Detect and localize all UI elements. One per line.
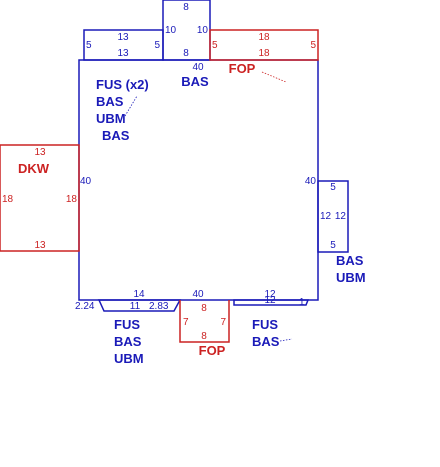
top-center-room-dim-top: 8 <box>183 2 189 13</box>
top-right-room-outline <box>209 29 319 61</box>
right-room-dim-left: 12 <box>320 211 332 222</box>
right-room: 5 5 12 12 <box>317 180 349 253</box>
top-center-room-dim-bottom: 8 <box>183 48 189 59</box>
top-right-room-dim-top: 18 <box>258 32 270 43</box>
bottom-center-room-dim-right: 7 <box>220 317 226 328</box>
bottom-right-ledge-dim-bottom: 12 <box>264 295 276 306</box>
top-right-room-dim-left: 5 <box>212 40 218 51</box>
bottom-left-label-ubm: UBM <box>114 351 144 366</box>
right-room-label-ubm: UBM <box>336 270 366 285</box>
bottom-right-ledge-dim-top: 12 <box>264 289 276 300</box>
bottom-left-ledge-outline <box>97 299 182 312</box>
main-room-label-fus: FUS (x2) <box>96 77 149 92</box>
top-right-leader-line <box>261 71 287 83</box>
main-room-dim-bottom: 40 <box>192 289 204 300</box>
right-room-dim-top: 5 <box>330 182 336 193</box>
main-room-label-ubm: UBM <box>96 111 126 126</box>
main-room-dim-left: 40 <box>80 176 92 187</box>
bottom-center-room-dim-bottom: 8 <box>201 331 207 342</box>
bottom-left-label-bas: BAS <box>114 334 142 349</box>
bottom-right-label-fus: FUS <box>252 317 278 332</box>
main-room: 40 40 40 40 FUS (x2) BAS UBM BAS <box>78 59 319 301</box>
bottom-right-ledge-outline <box>233 299 310 306</box>
top-right-room: 18 18 5 5 <box>209 29 319 61</box>
right-room-dim-bottom: 5 <box>330 240 336 251</box>
bottom-left-ledge-dim-right-slope: 2.83 <box>149 301 169 312</box>
bottom-center-room-outline <box>179 300 230 343</box>
top-left-room-dim-right: 5 <box>154 40 160 51</box>
top-left-room: 13 13 5 5 <box>83 29 164 61</box>
top-center-room: 8 8 10 10 <box>162 0 211 61</box>
top-center-label-bas: BAS <box>181 74 209 89</box>
top-center-room-dim-left: 10 <box>165 25 177 36</box>
bottom-left-ledge-dim-top: 14 <box>133 289 145 300</box>
main-room-dim-top: 40 <box>192 62 204 73</box>
left-room-dim-left: 18 <box>2 194 14 205</box>
bottom-left-label-fus: FUS <box>114 317 140 332</box>
left-room-label-dkw: DKW <box>18 161 50 176</box>
left-room-dim-top: 13 <box>34 147 46 158</box>
bottom-center-room: 8 8 7 7 <box>179 300 230 343</box>
top-left-room-dim-left: 5 <box>86 40 92 51</box>
top-center-room-dim-right: 10 <box>197 25 209 36</box>
main-room-label-bas: BAS <box>96 94 124 109</box>
right-room-outline <box>317 180 349 253</box>
top-right-label-fop: FOP <box>229 61 256 76</box>
top-left-room-dim-bottom: 13 <box>117 48 129 59</box>
bottom-left-ledge-dim-left-slope: 2.24 <box>75 301 95 312</box>
right-room-dim-right: 12 <box>335 211 347 222</box>
main-room-label-bas-2: BAS <box>102 128 130 143</box>
right-room-label-bas: BAS <box>336 253 364 268</box>
bottom-right-leader-line <box>279 338 293 342</box>
left-room: 13 13 18 18 DKW <box>0 144 80 252</box>
left-room-dim-bottom: 13 <box>34 240 46 251</box>
bottom-right-ledge: 12 12 1 <box>233 289 310 308</box>
bottom-center-room-dim-left: 7 <box>183 317 189 328</box>
bottom-left-ledge-dim-bottom: 11 <box>130 301 141 312</box>
main-room-dim-right: 40 <box>305 176 317 187</box>
bottom-right-label-bas: BAS <box>252 334 280 349</box>
top-right-room-dim-bottom: 18 <box>258 48 270 59</box>
bottom-right-ledge-dim-right: 1 <box>299 297 305 308</box>
top-right-room-dim-right: 5 <box>310 40 316 51</box>
top-left-room-dim-top: 13 <box>117 32 129 43</box>
main-room-leader-line <box>124 95 138 117</box>
bottom-center-room-dim-top: 8 <box>201 303 207 314</box>
bottom-left-ledge: 14 11 2.24 2.83 <box>75 289 182 312</box>
bottom-center-label-fop: FOP <box>199 343 226 358</box>
left-room-outline <box>0 144 80 252</box>
left-room-dim-right: 18 <box>66 194 78 205</box>
